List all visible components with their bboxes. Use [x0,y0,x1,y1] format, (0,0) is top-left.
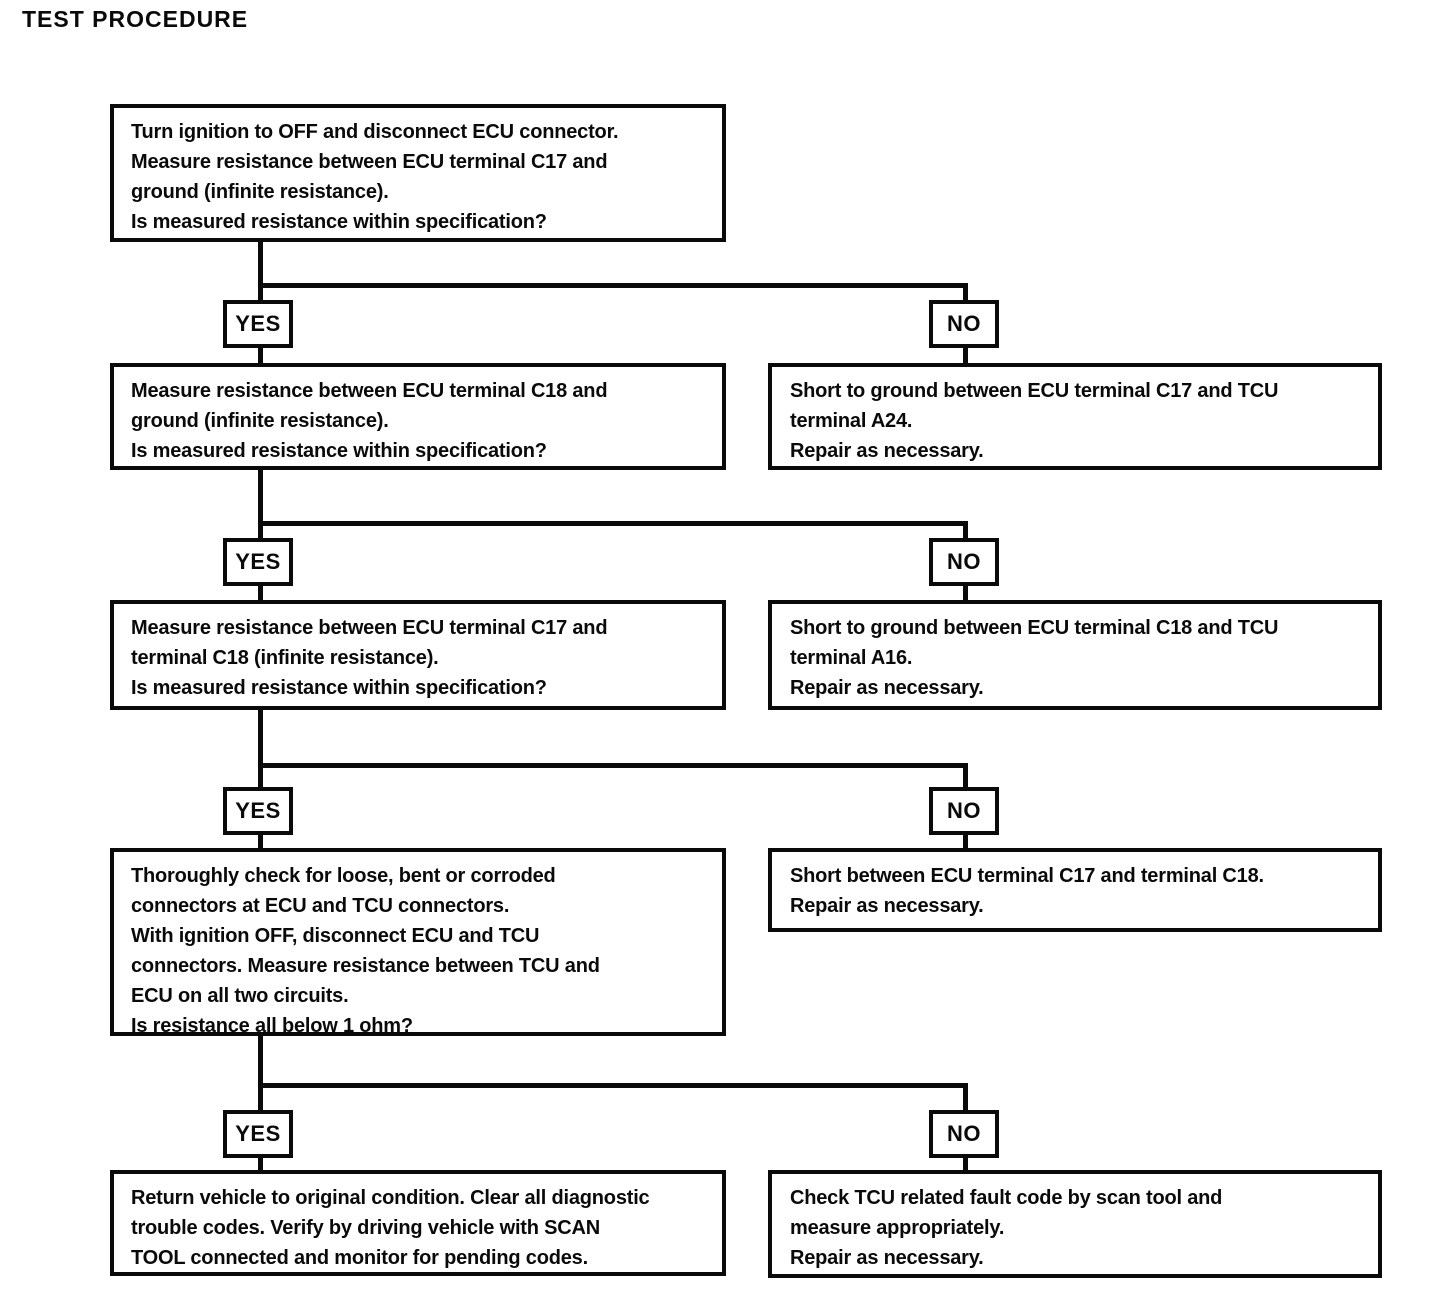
result-text: Repair as necessary. [790,677,984,699]
step-text: Measure resistance between ECU terminal … [131,617,608,639]
step-text: ground (infinite resistance). [131,410,389,432]
step-text: ground (infinite resistance). [131,181,389,203]
step-text: ECU on all two circuits. [131,985,349,1007]
result-box-no-2: Short to ground between ECU terminal C18… [768,600,1382,710]
step-text: TOOL connected and monitor for pending c… [131,1247,588,1269]
step-text: connectors at ECU and TCU connectors. [131,895,510,917]
result-box-no-1: Short to ground between ECU terminal C17… [768,363,1382,470]
step-box-5: Return vehicle to original condition. Cl… [110,1170,726,1276]
step-text: Is measured resistance within specificat… [131,677,547,699]
result-text: Repair as necessary. [790,440,984,462]
step-text: Thoroughly check for loose, bent or corr… [131,865,556,887]
result-text: terminal A24. [790,410,913,432]
result-text: Short to ground between ECU terminal C18… [790,617,1279,639]
step-box-2: Measure resistance between ECU terminal … [110,363,726,470]
yes-label-2: YES [223,538,293,586]
step-text: Is resistance all below 1 ohm? [131,1015,413,1037]
step-box-4: Thoroughly check for loose, bent or corr… [110,848,726,1037]
result-box-no-4: Check TCU related fault code by scan too… [768,1170,1382,1278]
step-text: Is measured resistance within specificat… [131,440,547,462]
step-text: Measure resistance between ECU terminal … [131,380,608,402]
result-text: Check TCU related fault code by scan too… [790,1187,1223,1209]
step-text: Measure resistance between ECU terminal … [131,151,608,173]
no-label-4: NO [929,1110,999,1158]
connector-line [258,763,968,768]
step-box-3: Measure resistance between ECU terminal … [110,600,726,710]
connector-line [258,1083,968,1088]
connector-line [258,470,263,600]
connector-line [258,710,263,848]
step-text: connectors. Measure resistance between T… [131,955,600,977]
no-label-3: NO [929,787,999,835]
connector-line [258,283,968,288]
result-box-no-3: Short between ECU terminal C17 and termi… [768,848,1382,932]
step-text: terminal C18 (infinite resistance). [131,647,439,669]
step-text: Turn ignition to OFF and disconnect ECU … [131,121,619,143]
connector-line [258,521,968,526]
result-text: terminal A16. [790,647,913,669]
result-text: measure appropriately. [790,1217,1005,1239]
step-text: Is measured resistance within specificat… [131,211,547,233]
yes-label-1: YES [223,300,293,348]
result-text: Short to ground between ECU terminal C17… [790,380,1279,402]
step-text: With ignition OFF, disconnect ECU and TC… [131,925,540,947]
no-label-1: NO [929,300,999,348]
step-box-1: Turn ignition to OFF and disconnect ECU … [110,104,726,242]
result-text: Repair as necessary. [790,895,984,917]
step-text: Return vehicle to original condition. Cl… [131,1187,650,1209]
step-text: trouble codes. Verify by driving vehicle… [131,1217,601,1239]
result-text: Short between ECU terminal C17 and termi… [790,865,1264,887]
no-label-2: NO [929,538,999,586]
yes-label-4: YES [223,1110,293,1158]
page-title: TEST PROCEDURE [22,6,249,32]
connector-line [258,1036,263,1170]
result-text: Repair as necessary. [790,1247,984,1269]
yes-label-3: YES [223,787,293,835]
